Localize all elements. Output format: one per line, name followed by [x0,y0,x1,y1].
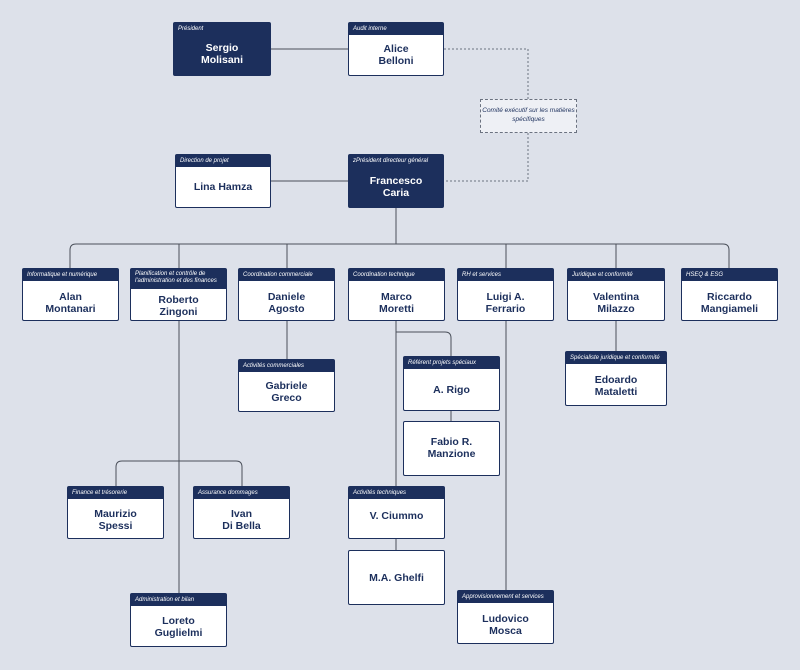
committee-box: Comité exécutif sur les matières spécifi… [480,99,577,133]
node-role: HSEQ & ESG [682,269,777,281]
node-name: Alice Belloni [378,43,414,67]
node-name: Gabriele Greco [265,380,308,404]
node-name: Loreto Guglielmi [154,615,203,639]
node-role: Activités commerciales [239,360,334,372]
node-name: Maurizio Spessi [94,508,137,532]
node-role: Juridique et conformité [568,269,664,281]
node-role: Approvisionnement et services [458,591,553,603]
node-name: Luigi A. Ferrario [485,291,526,315]
node-name: Ludovico Mosca [482,613,529,637]
node-name: Edoardo Mataletti [594,374,638,398]
org-node-juridique: Juridique et conformité Valentina Milazz… [567,268,665,321]
org-node-manzione: Fabio R. Manzione [403,421,500,476]
org-node-finance: Finance et trésorerie Maurizio Spessi [67,486,164,539]
org-node-president: Président Sergio Molisani [173,22,271,76]
org-node-informatique: Informatique et numérique Alan Montanari [22,268,119,321]
org-node-activites-techniques: Activités techniques V. Ciummo [348,486,445,539]
node-role: Référent projets spéciaux [404,357,499,369]
node-name: M.A. Ghelfi [369,572,424,584]
org-node-administration: Administration et bilan Loreto Guglielmi [130,593,227,647]
org-node-specialiste: Spécialiste juridique et conformité Edoa… [565,351,667,406]
node-name: Alan Montanari [45,291,96,315]
node-name: Sergio Molisani [200,42,243,66]
node-name: Marco Moretti [379,291,414,315]
node-role: Informatique et numérique [23,269,118,281]
node-name: Fabio R. Manzione [427,436,476,460]
node-name: Francesco Caria [369,175,423,199]
node-name: V. Ciummo [369,510,424,522]
node-role: Président [178,26,204,32]
org-node-direction-projet: Direction de projet Lina Hamza [175,154,271,208]
org-node-approvisionnement: Approvisionnement et services Ludovico M… [457,590,554,644]
node-role: Finance et trésorerie [68,487,163,499]
node-name: A. Rigo [433,384,470,396]
node-role: Spécialiste juridique et conformité [566,352,666,364]
org-node-ceo: zPrésident directeur général Francesco C… [348,154,444,208]
node-role: Direction de projet [176,155,270,167]
node-name: Daniele Agosto [267,291,306,315]
node-name: Riccardo Mangiameli [700,291,759,315]
node-role: zPrésident directeur général [353,158,429,164]
org-node-coordination-technique: Coordination technique Marco Moretti [348,268,445,321]
org-node-hseq: HSEQ & ESG Riccardo Mangiameli [681,268,778,321]
node-role: Coordination technique [349,269,444,281]
node-role: Assurance dommages [194,487,289,499]
org-node-coordination-commerciale: Coordination commerciale Daniele Agosto [238,268,335,321]
node-name: Lina Hamza [193,181,253,193]
node-role: Activités techniques [349,487,444,499]
node-name: Valentina Milazzo [592,291,640,315]
node-name: Ivan Di Bella [222,508,261,532]
node-role: Administration et bilan [131,594,226,606]
node-role: Coordination commerciale [239,269,334,281]
node-name: Roberto Zingoni [158,294,199,318]
org-node-audit: Audit interne Alice Belloni [348,22,444,76]
node-role: Audit interne [349,23,443,35]
org-node-ghelfi: M.A. Ghelfi [348,550,445,605]
node-role: RH et services [458,269,553,281]
org-node-activites-commerciales: Activités commerciales Gabriele Greco [238,359,335,412]
node-role: Planification et contrôle de l'administr… [131,269,226,289]
org-node-planification: Planification et contrôle de l'administr… [130,268,227,321]
org-node-referent: Référent projets spéciaux A. Rigo [403,356,500,411]
org-node-assurance: Assurance dommages Ivan Di Bella [193,486,290,539]
org-node-rh: RH et services Luigi A. Ferrario [457,268,554,321]
